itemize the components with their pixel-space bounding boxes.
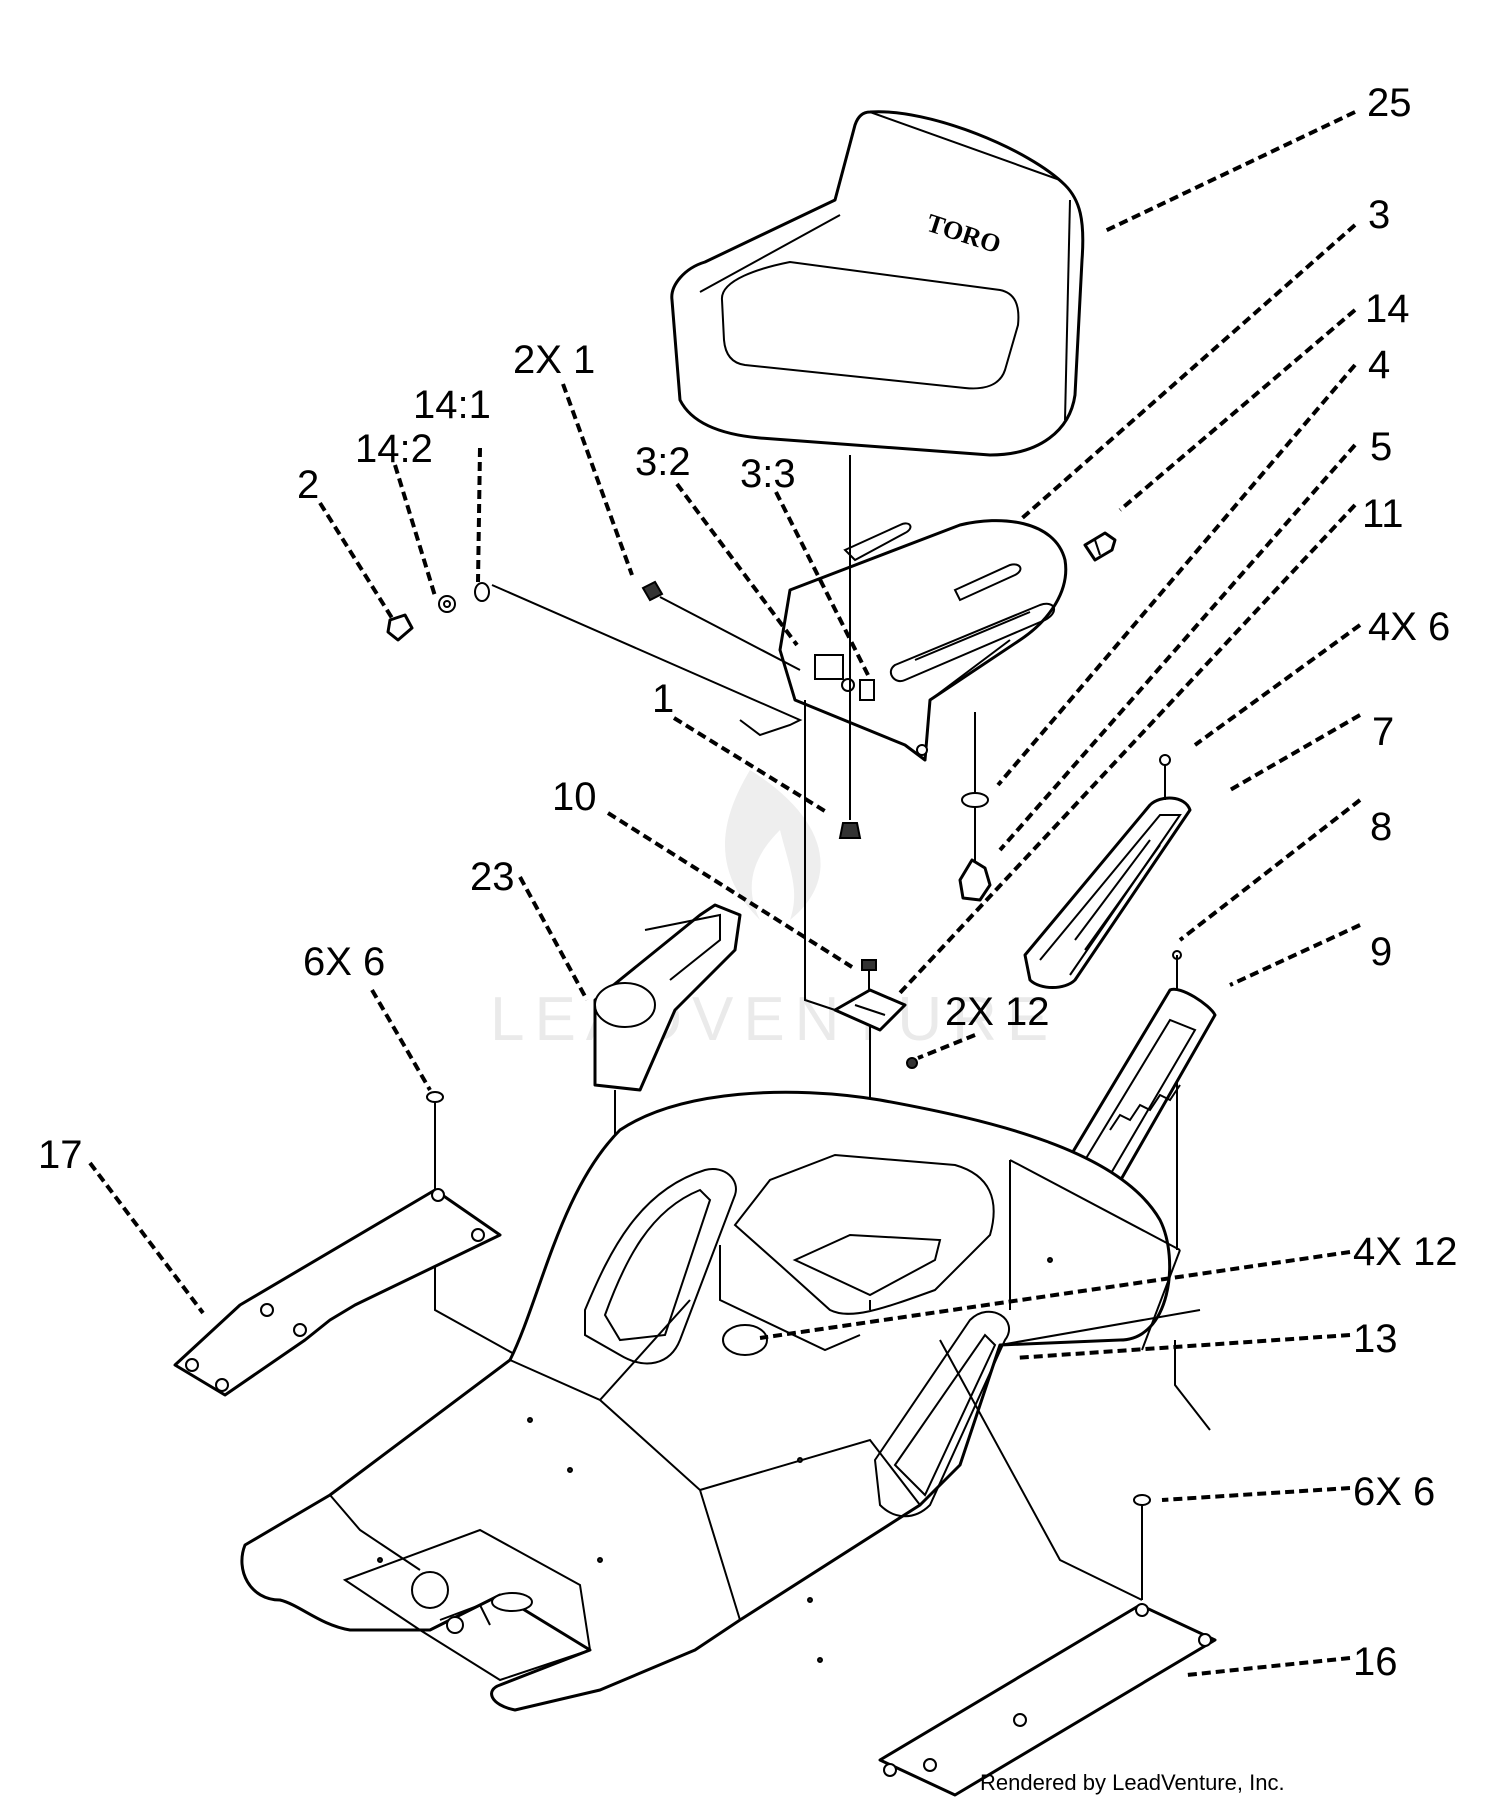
seat-adjust-knob: [1083, 531, 1117, 562]
callout-2x1: 2X 1: [513, 338, 595, 382]
callout-6x6-right: 6X 6: [1353, 1470, 1435, 1514]
callout-5: 5: [1370, 425, 1392, 469]
callout-8: 8: [1370, 805, 1392, 849]
callout-6x6-left: 6X 6: [303, 940, 385, 984]
callout-4: 4: [1368, 343, 1390, 387]
callout-labels: 25 3 14 4 5 11 4X 6 7 8 9 2X 12 2X 1 14:…: [38, 81, 1458, 1684]
callout-9: 9: [1370, 930, 1392, 974]
hinge-bracket: [804, 700, 918, 1310]
render-credit: Rendered by LeadVenture, Inc.: [980, 1770, 1285, 1795]
callout-13: 13: [1353, 1317, 1398, 1361]
callout-10: 10: [552, 775, 597, 819]
callout-2x12: 2X 12: [945, 990, 1050, 1034]
callout-14-2: 14:2: [355, 427, 433, 471]
callout-17: 17: [38, 1133, 83, 1177]
fender-body: [240, 1090, 1211, 1712]
callout-3-2: 3:2: [635, 440, 691, 484]
callout-16: 16: [1353, 1640, 1398, 1684]
callout-3-3: 3:3: [740, 452, 796, 496]
callout-2: 2: [297, 463, 319, 507]
seat: TORO: [670, 110, 1085, 457]
screw-and-nut: [641, 455, 862, 839]
callout-4x6: 4X 6: [1368, 605, 1450, 649]
foot-plate-right: [878, 1603, 1217, 1797]
callout-14: 14: [1365, 287, 1410, 331]
callout-11: 11: [1362, 492, 1404, 536]
callout-14-1: 14:1: [413, 383, 491, 427]
seat-pan: [778, 519, 1068, 762]
leader-lines: [88, 110, 1362, 1677]
seat-knob-assembly: [386, 582, 803, 737]
foot-plate-left: [173, 1188, 502, 1397]
callout-3: 3: [1368, 193, 1390, 237]
callout-1: 1: [652, 677, 674, 721]
callout-7: 7: [1372, 710, 1394, 754]
washer-and-knob: [958, 712, 992, 902]
callout-4x12: 4X 12: [1353, 1230, 1458, 1274]
callout-23: 23: [470, 855, 515, 899]
cup-holder: [593, 903, 742, 1320]
callout-25: 25: [1367, 81, 1412, 125]
